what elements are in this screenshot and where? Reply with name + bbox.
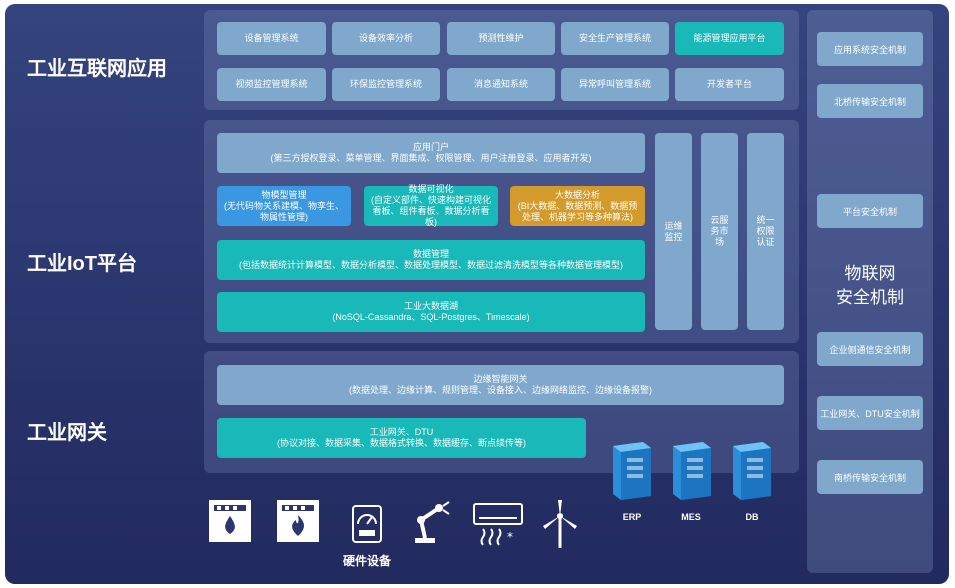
app-item: 安全生产管理系统 xyxy=(561,22,669,55)
visual-desc: (自定义部件、快速构建可视化看板、组件看板、数据分析看板) xyxy=(371,195,491,227)
visual-box: 数据可视化 (自定义部件、快速构建可视化看板、组件看板、数据分析看板) xyxy=(364,184,498,227)
iot-panel: 应用门户 (第三方授权登录、菜单管理、界面集成、权限管理、用户注册登录、应用者开… xyxy=(204,120,799,343)
bigdata-title: 大数据分析 xyxy=(554,189,600,200)
ops-monitor-label: 运维监控 xyxy=(664,220,683,242)
security-item: 工业网关、DTU安全机制 xyxy=(817,396,923,430)
app-item: 消息通知系统 xyxy=(447,68,555,101)
server-icon xyxy=(733,442,771,500)
app-item: 视频监控管理系统 xyxy=(217,68,326,101)
bigdata-desc: (BI大数据、数据预测、数据预处理、机器学习等多种算法) xyxy=(517,200,638,222)
gateway-panel: 边缘智能网关 (数据处理、边缘计算、规则管理、设备接入、边缘网络监控、边缘设备报… xyxy=(204,351,799,473)
water-meter-icon xyxy=(209,500,251,542)
security-panel: 应用系统安全机制 北桥传输安全机制 平台安全机制 物联网 安全机制 企业侧通信安… xyxy=(807,10,933,573)
edge-gateway-box: 边缘智能网关 (数据处理、边缘计算、规则管理、设备接入、边缘网络监控、边缘设备报… xyxy=(217,365,784,405)
cloud-market-label: 云服务市场 xyxy=(710,215,729,247)
security-title: 物联网 安全机制 xyxy=(836,264,904,307)
dtu-title: 工业网关、DTU xyxy=(369,427,434,437)
portal-title: 应用门户 xyxy=(412,142,449,152)
server-label-db: DB xyxy=(745,512,759,522)
auth-column: 统一权限认证 xyxy=(747,133,784,330)
gauge-meter-icon xyxy=(352,505,382,543)
hardware-label: 硬件设备 xyxy=(343,554,392,568)
server-label-mes: MES xyxy=(681,512,701,522)
bigdata-box: 大数据分析 (BI大数据、数据预测、数据预处理、机器学习等多种算法) xyxy=(510,186,645,226)
modeling-desc: (无代码物关系建模、物孪生、物属性管理) xyxy=(224,200,344,222)
modeling-title: 物模型管理 xyxy=(261,189,307,200)
layer-title-app: 工业互联网应用 xyxy=(27,58,167,80)
robot-arm-icon xyxy=(415,501,450,543)
server-icon xyxy=(613,442,651,500)
svg-text:*: * xyxy=(507,530,513,544)
security-item: 南桥传输安全机制 xyxy=(817,460,923,494)
security-item: 北桥传输安全机制 xyxy=(817,84,923,118)
datamgmt-box: 数据管理 (包括数据统计计算模型、数据分析模型、数据处理模型、数据过滤清洗模型等… xyxy=(217,240,645,280)
app-item: 环保监控管理系统 xyxy=(332,68,440,101)
app-panel: 设备管理系统 设备效率分析 预测性维护 安全生产管理系统 能源管理应用平台 视频… xyxy=(204,10,799,110)
app-item: 开发者平台 xyxy=(675,68,784,101)
auth-label: 统一权限认证 xyxy=(756,215,775,247)
dtu-box: 工业网关、DTU (协议对接、数据采集、数据格式转换、数据缓存、断点续传等) xyxy=(217,418,586,458)
edge-desc: (数据处理、边缘计算、规则管理、设备接入、边缘网络监控、边缘设备报警) xyxy=(349,385,652,395)
wind-turbine-icon xyxy=(543,500,577,548)
architecture-canvas: 工业互联网应用 工业IoT平台 工业网关 设备管理系统 设备效率分析 预测性维护… xyxy=(5,4,949,584)
datalake-desc: (NoSQL-Cassandra、SQL-Postgres、Timescale) xyxy=(332,312,530,322)
app-item: 设备管理系统 xyxy=(217,22,326,55)
app-item: 异常呼叫管理系统 xyxy=(561,68,669,101)
layer-title-gateway: 工业网关 xyxy=(27,422,107,444)
edge-title: 边缘智能网关 xyxy=(473,374,528,384)
app-item: 设备效率分析 xyxy=(332,22,440,55)
security-item: 应用系统安全机制 xyxy=(817,32,923,66)
air-conditioner-icon: * xyxy=(473,503,523,546)
ops-monitor-column: 运维监控 xyxy=(655,133,692,330)
heat-meter-icon xyxy=(277,500,319,542)
datalake-title: 工业大数据湖 xyxy=(403,301,458,311)
visual-title: 数据可视化 xyxy=(408,184,454,194)
security-item: 平台安全机制 xyxy=(817,194,923,228)
security-item: 企业侧通信安全机制 xyxy=(817,332,923,366)
portal-desc: (第三方授权登录、菜单管理、界面集成、权限管理、用户注册登录、应用者开发) xyxy=(270,153,592,163)
layer-title-iot: 工业IoT平台 xyxy=(27,253,137,275)
datalake-box: 工业大数据湖 (NoSQL-Cassandra、SQL-Postgres、Tim… xyxy=(217,292,645,332)
app-item: 预测性维护 xyxy=(447,22,555,55)
server-icon xyxy=(673,442,711,500)
cloud-market-column: 云服务市场 xyxy=(701,133,738,330)
server-label-erp: ERP xyxy=(622,512,642,522)
dtu-desc: (协议对接、数据采集、数据格式转换、数据缓存、断点续传等) xyxy=(277,438,526,448)
datamgmt-desc: (包括数据统计计算模型、数据分析模型、数据处理模型、数据过滤清洗模型等各种数据管… xyxy=(239,260,623,270)
app-item-highlighted: 能源管理应用平台 xyxy=(675,22,784,55)
datamgmt-title: 数据管理 xyxy=(412,249,449,259)
portal-box: 应用门户 (第三方授权登录、菜单管理、界面集成、权限管理、用户注册登录、应用者开… xyxy=(217,133,645,173)
modeling-box: 物模型管理 (无代码物关系建模、物孪生、物属性管理) xyxy=(217,186,351,226)
